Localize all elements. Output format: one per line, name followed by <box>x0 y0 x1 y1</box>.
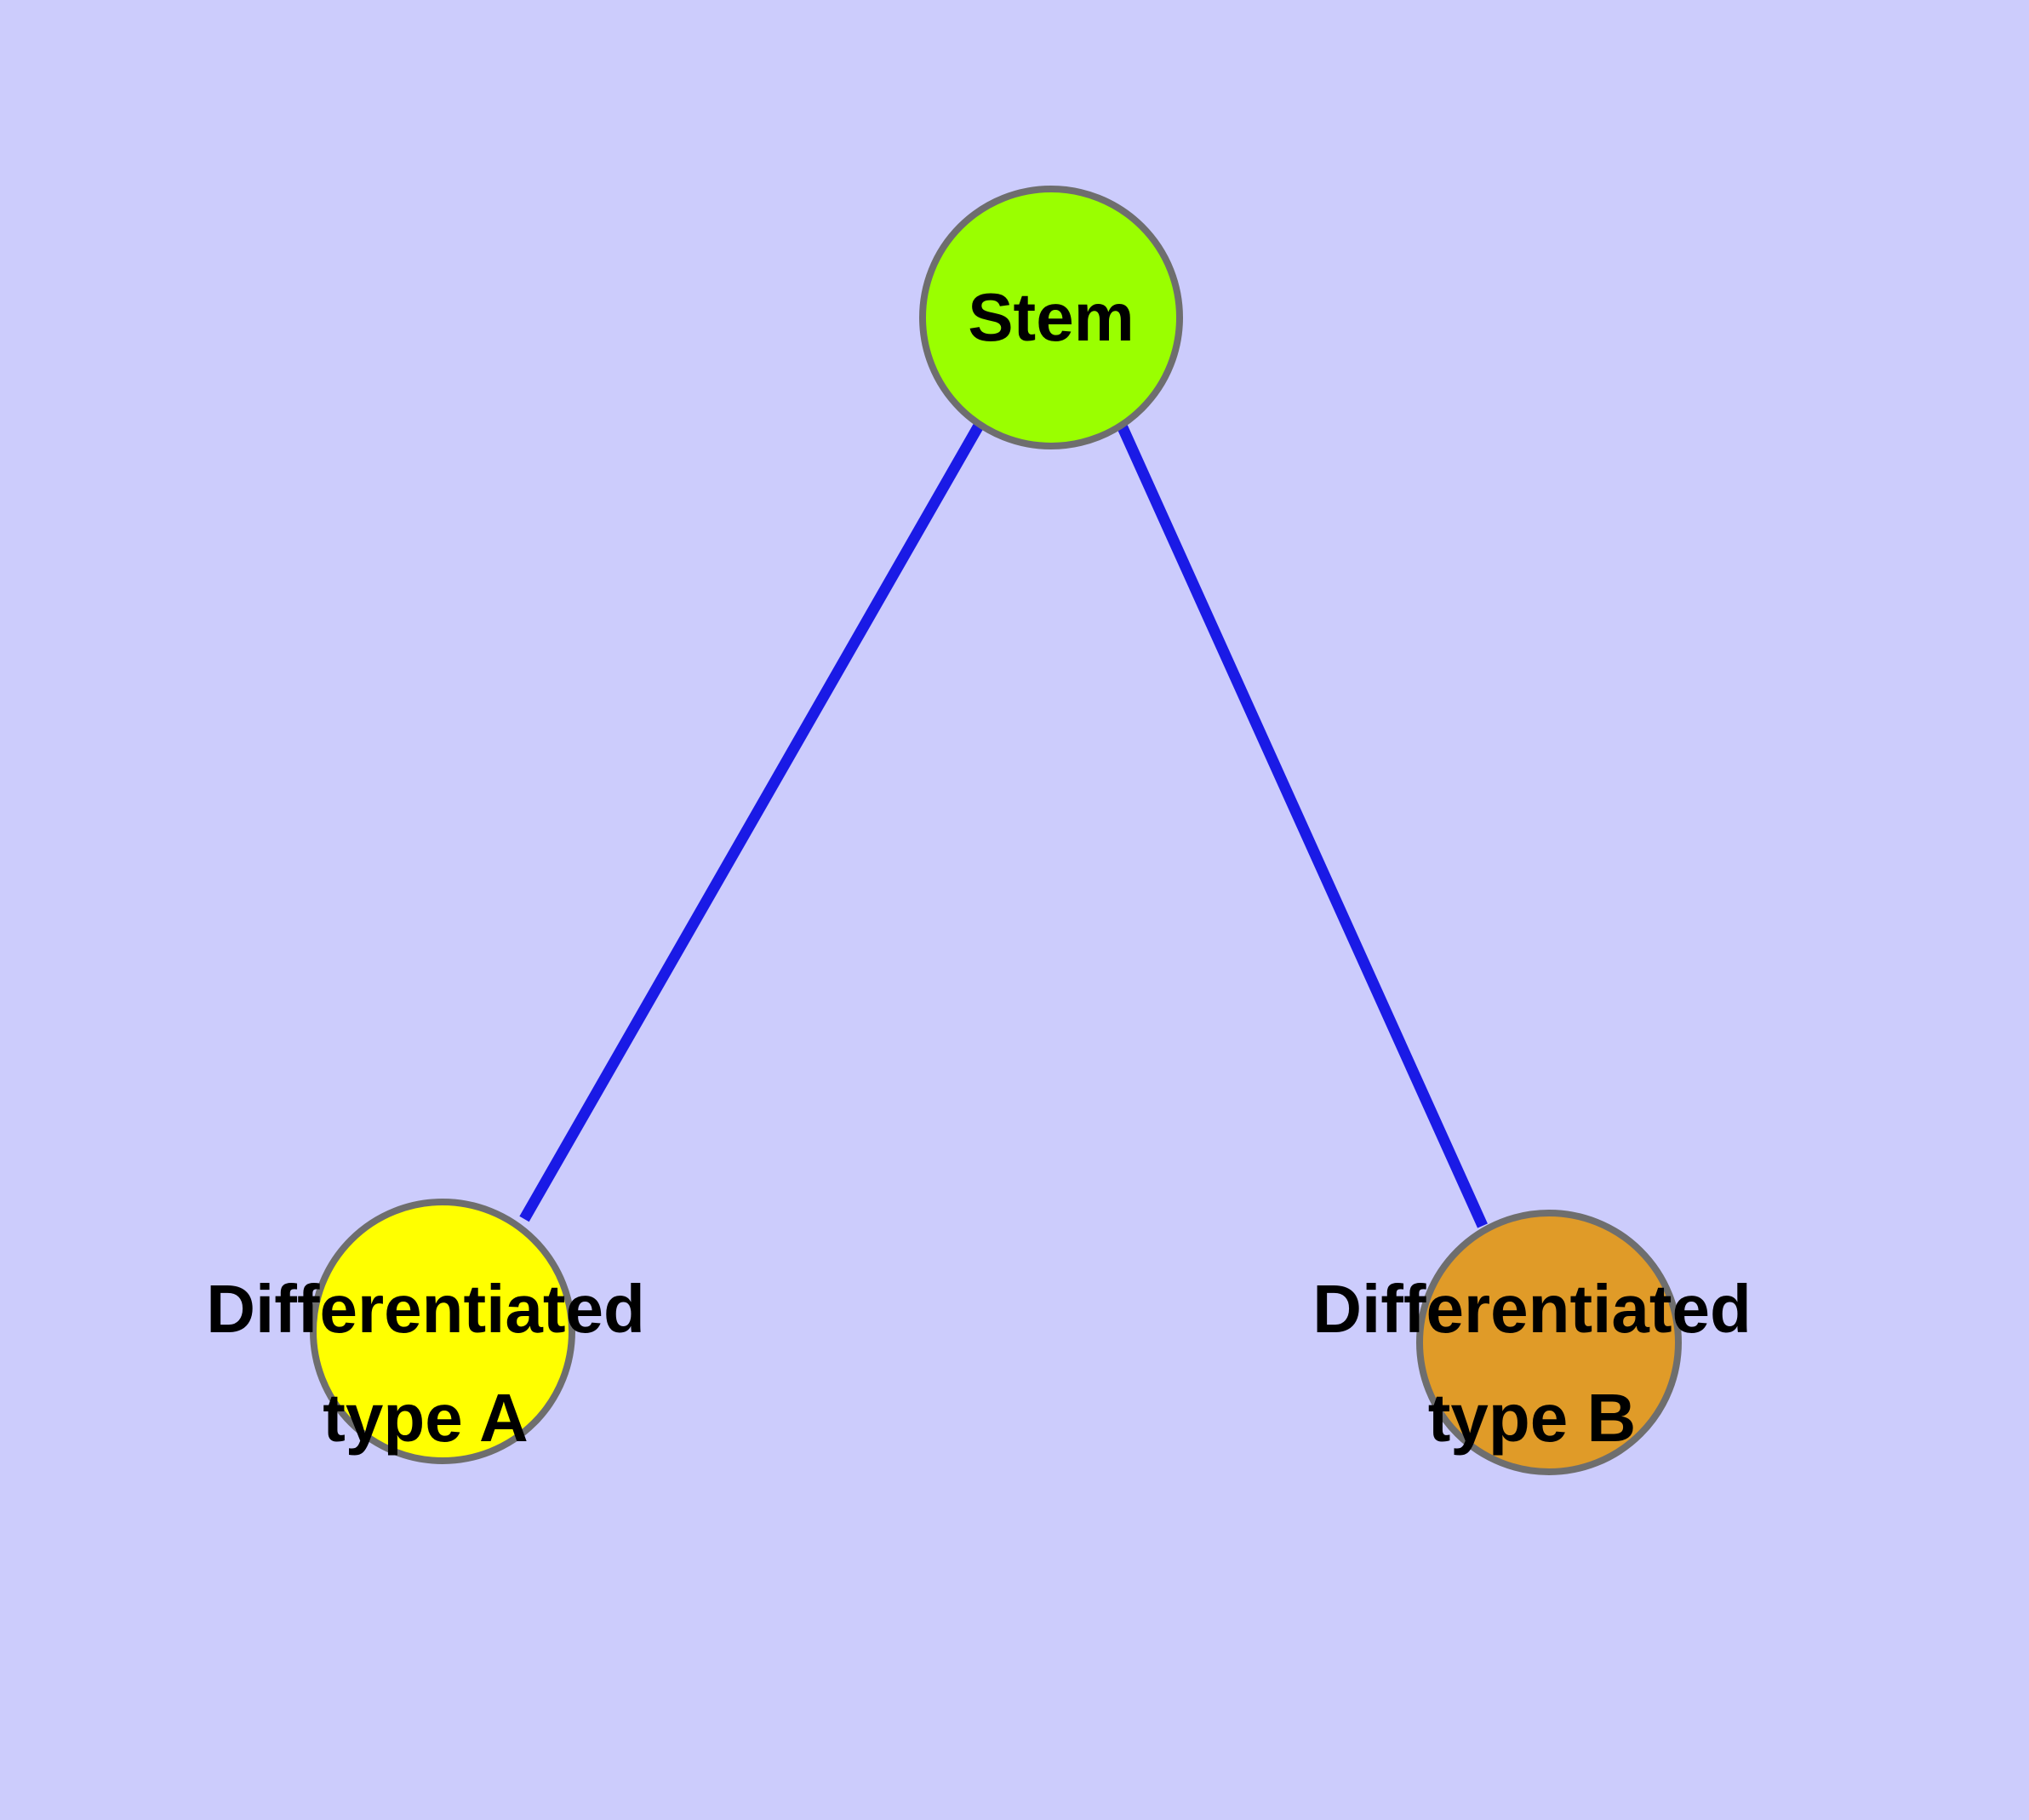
edges-layer <box>519 422 1488 1228</box>
node-label-diff_b: Differentiated type B <box>1312 1271 1752 1456</box>
node-label-stem: Stem <box>968 279 1135 355</box>
node-diff_a[interactable] <box>310 1199 575 1464</box>
node-label-line: type A <box>323 1380 529 1456</box>
edge-stem-diff_b[interactable] <box>1117 423 1488 1228</box>
nodes-layer <box>310 186 1682 1475</box>
node-label-line: Differentiated <box>1312 1271 1752 1347</box>
edge-stem-diff_a[interactable] <box>519 422 984 1222</box>
node-diff_b[interactable] <box>1416 1210 1682 1475</box>
node-label-diff_a: Differentiated type A <box>206 1271 645 1456</box>
node-label-line: Stem <box>968 279 1135 355</box>
node-stem[interactable] <box>919 186 1183 449</box>
node-label-line: type B <box>1428 1380 1637 1456</box>
node-label-line: Differentiated <box>206 1271 645 1347</box>
